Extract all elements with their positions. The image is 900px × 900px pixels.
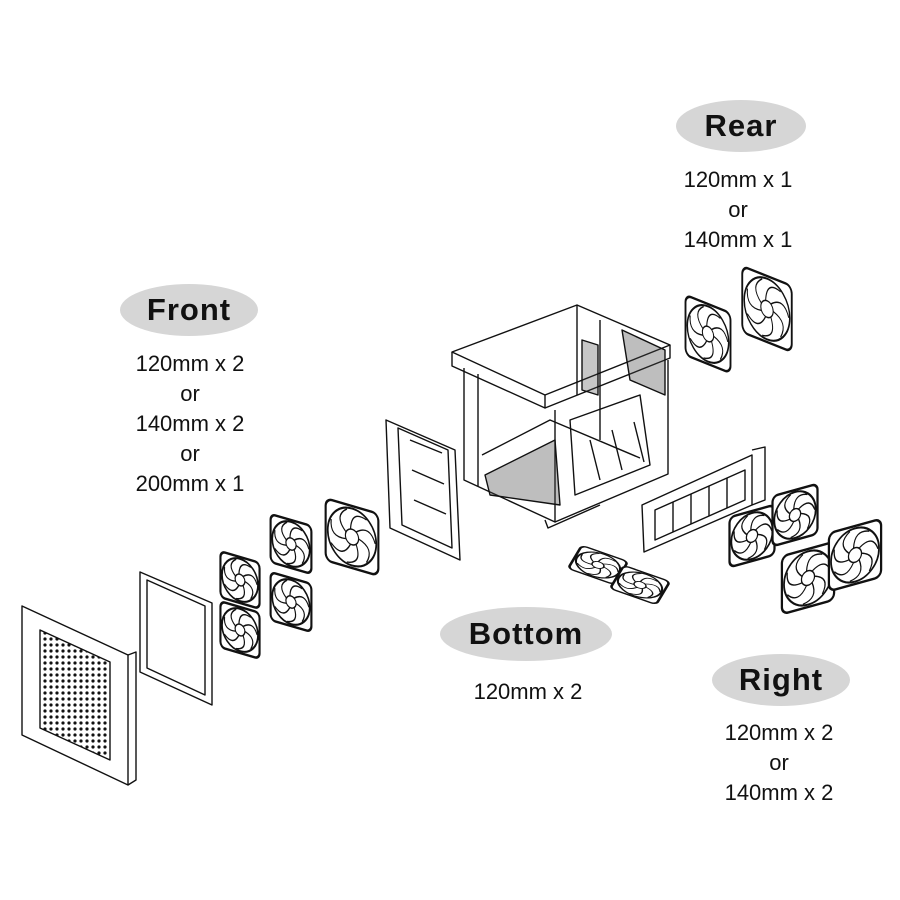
bottom-spec: 120mm x 2 (428, 677, 628, 707)
fan (684, 295, 732, 373)
fan (771, 483, 819, 547)
front-spec-line: 120mm x 2 (135, 351, 245, 376)
bottom-label: Bottom (440, 607, 612, 661)
fan (610, 566, 670, 604)
rear-spec-line: 140mm x 1 (683, 227, 793, 252)
fan (219, 551, 261, 609)
fan (568, 546, 628, 584)
bottom-title: Bottom (468, 616, 584, 651)
right-spec: 120mm x 2 or 140mm x 2 (679, 718, 879, 808)
fan (741, 266, 793, 352)
fan (269, 571, 313, 633)
front-label: Front (120, 284, 258, 336)
bottom-spec-line: 120mm x 2 (473, 679, 583, 704)
rear-spec-line: 120mm x 1 (683, 167, 793, 192)
rear-spec: 120mm x 1 or 140mm x 1 (638, 165, 838, 255)
front-spec-line: 140mm x 2 (135, 411, 245, 436)
fan (827, 518, 883, 592)
front-spec-line: or (180, 441, 200, 466)
front-title: Front (146, 292, 232, 327)
front-dust-filter (139, 571, 213, 706)
right-spec-line: 140mm x 2 (724, 780, 834, 805)
rear-label: Rear (676, 100, 806, 152)
fan (219, 601, 261, 659)
right-fan-bracket (641, 446, 766, 553)
right-spec-line: 120mm x 2 (724, 720, 834, 745)
fan (269, 513, 313, 575)
front-fan-bracket (385, 419, 461, 561)
right-title: Right (738, 662, 824, 697)
rear-spec-line: or (728, 197, 748, 222)
fan (324, 498, 380, 576)
front-panel (21, 605, 137, 786)
front-spec: 120mm x 2 or 140mm x 2 or 200mm x 1 (90, 349, 290, 499)
fan (728, 504, 776, 568)
front-spec-line: or (180, 381, 200, 406)
chassis-frame (451, 304, 671, 529)
rear-title: Rear (704, 108, 778, 143)
fan (780, 541, 836, 615)
front-spec-line: 200mm x 1 (135, 471, 245, 496)
right-label: Right (712, 654, 850, 706)
right-spec-line: or (769, 750, 789, 775)
